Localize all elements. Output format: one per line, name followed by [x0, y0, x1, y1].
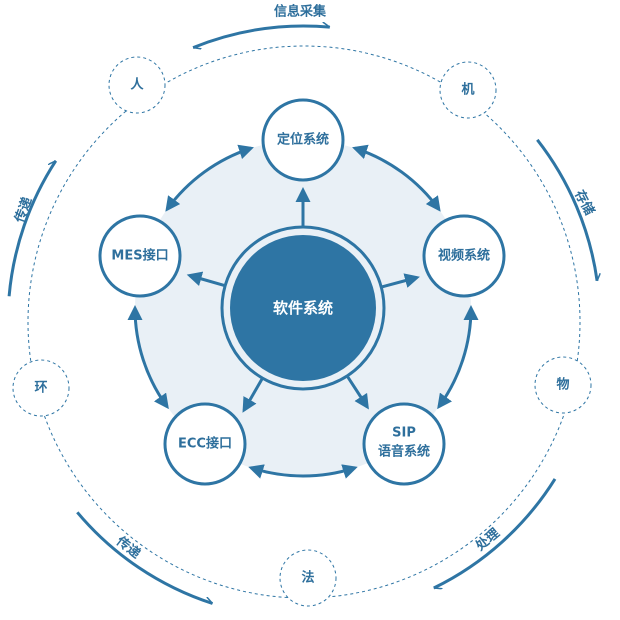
- outer-node-environment: 环: [12, 359, 70, 417]
- node-label: 视频系统: [438, 248, 490, 264]
- node-label: 机: [461, 82, 474, 98]
- node-label: 物: [556, 377, 569, 393]
- link-arrow: [165, 144, 254, 212]
- node-label: 环: [34, 381, 47, 396]
- flow-arrow-collect: [192, 26, 330, 48]
- inner-node-mes: MES接口: [98, 214, 182, 298]
- outer-flow-arrows: [7, 26, 597, 605]
- center-spoke-arrows: [186, 187, 420, 413]
- node-label: ECC接口: [178, 436, 232, 452]
- node-label-line2: 语音系统: [378, 444, 430, 460]
- flow-label-collect: 信息采集: [274, 4, 327, 20]
- spoke-arrow: [186, 271, 225, 287]
- node-label: 人: [130, 77, 144, 93]
- inner-node-ecc: ECC接口: [163, 402, 247, 486]
- flow-arrow-store: [536, 138, 597, 281]
- flow-label-transfer-bottom: 传递: [112, 533, 143, 562]
- center-label: 软件系统: [273, 299, 333, 317]
- outer-node-people: 人: [108, 56, 166, 114]
- center-node: [230, 235, 376, 381]
- flow-arrow-process: [433, 478, 557, 588]
- link-arrow: [437, 305, 479, 410]
- link-arrow: [248, 464, 358, 479]
- inner-node-video: 视频系统: [422, 214, 506, 298]
- center-ring: [220, 225, 386, 391]
- node-label: 法: [301, 570, 314, 586]
- flow-arrow-transfer-left: [7, 159, 58, 297]
- outer-node-machine: 机: [439, 61, 497, 119]
- inner-link-arrows: [127, 144, 479, 479]
- flow-label-process: 处理: [472, 525, 503, 555]
- node-label-line1: SIP: [392, 426, 416, 441]
- spoke-arrow: [242, 378, 264, 413]
- flow-label-transfer-left: 传递: [11, 195, 35, 226]
- outer-node-material: 物: [534, 356, 592, 414]
- inner-node-sip: SIP 语音系统: [362, 402, 446, 486]
- node-label: 定位系统: [276, 132, 329, 148]
- inner-node-positioning: 定位系统: [261, 98, 345, 182]
- flow-arrow-transfer-bottom: [76, 511, 212, 605]
- node-label: MES接口: [111, 248, 168, 264]
- outer-node-method: 法: [279, 549, 337, 607]
- link-arrow: [127, 305, 169, 410]
- spoke-arrow: [346, 375, 369, 410]
- link-arrow: [352, 144, 441, 212]
- spoke-arrow: [381, 273, 420, 289]
